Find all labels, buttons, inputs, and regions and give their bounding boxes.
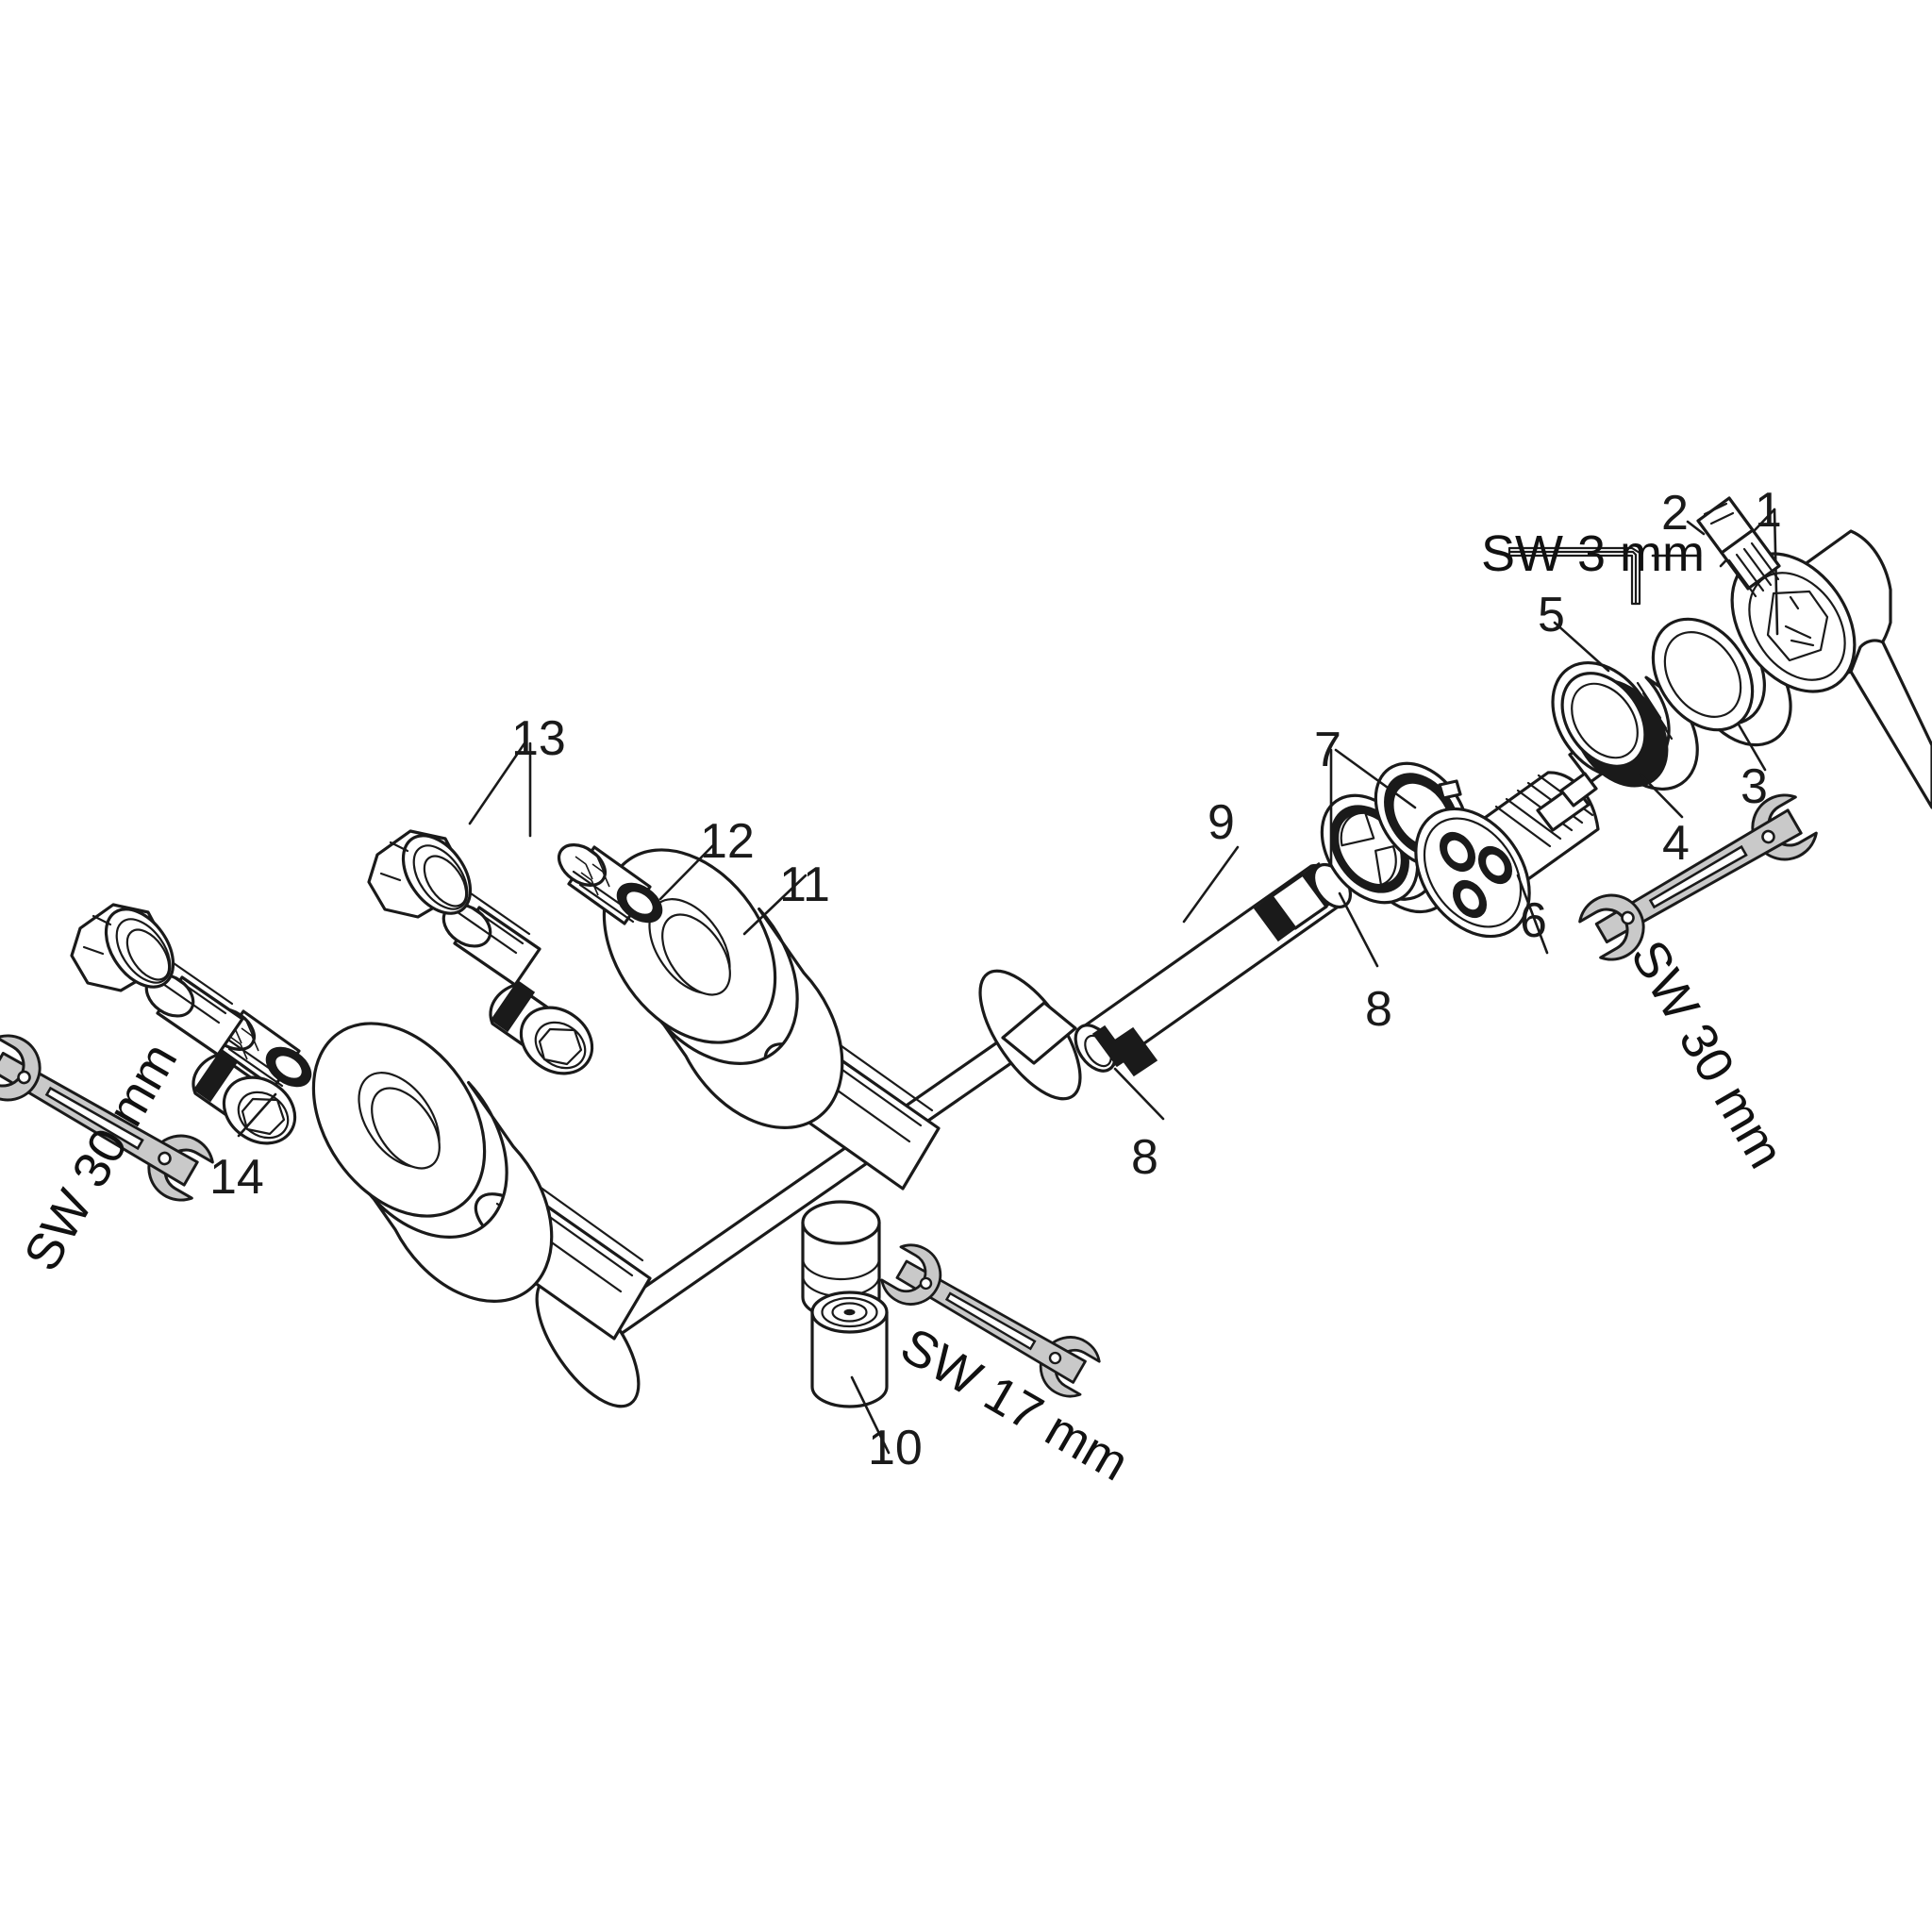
callout-2: 2 <box>1661 486 1689 541</box>
part-lever-handle <box>1730 529 1932 809</box>
leader-3 <box>1737 723 1767 772</box>
leader-8-lower <box>1113 1067 1165 1121</box>
part-filter-upper <box>557 843 663 925</box>
callout-7: 7 <box>1314 723 1341 777</box>
callout-14: 14 <box>209 1150 264 1205</box>
leader-5 <box>1553 621 1610 673</box>
part-threaded-ring <box>1551 660 1699 791</box>
leader-4 <box>1638 772 1684 819</box>
callout-3: 3 <box>1740 759 1768 814</box>
part-aerator <box>810 1291 889 1408</box>
callout-4: 4 <box>1662 816 1690 871</box>
leader-8-upper <box>1338 891 1379 968</box>
leader-9 <box>1182 845 1240 924</box>
part-set-screw <box>1696 496 1781 598</box>
leader-1-b <box>1773 508 1779 636</box>
part-s-union-lower <box>144 961 297 1145</box>
callout-13: 13 <box>511 711 566 766</box>
callout-11: 11 <box>779 858 830 912</box>
callout-12: 12 <box>700 814 755 869</box>
leader-12 <box>658 842 716 901</box>
callout-1: 1 <box>1755 483 1782 538</box>
part-escutcheon-lower <box>311 1022 554 1303</box>
leader-14 <box>237 1092 277 1138</box>
leader-6 <box>1516 874 1549 955</box>
part-cap-nut-lower <box>70 903 175 992</box>
part-s-union-upper <box>441 891 594 1075</box>
part-connection-tube <box>1074 861 1353 1077</box>
part-escutcheon-upper <box>602 848 844 1129</box>
tool-label-sw-3mm: SW 3 mm <box>1481 525 1705 582</box>
leader-13-a <box>468 741 526 825</box>
leader-7-b <box>1334 748 1417 809</box>
callout-6: 6 <box>1520 893 1547 948</box>
callout-5: 5 <box>1538 588 1565 642</box>
o-ring-lower <box>1091 1024 1158 1077</box>
callout-9: 9 <box>1208 795 1235 850</box>
o-ring-upper <box>1253 861 1353 942</box>
tool-wrench-sw30-left <box>0 1034 214 1202</box>
callout-10: 10 <box>868 1421 923 1475</box>
tool-wrench-sw30-right <box>1578 793 1818 961</box>
tool-wrench-sw17 <box>880 1243 1101 1398</box>
callout-8-lower: 8 <box>1131 1130 1158 1185</box>
tool-allen-key <box>1507 546 1702 606</box>
callout-8-upper: 8 <box>1365 982 1392 1037</box>
leader-2 <box>1686 520 1706 536</box>
part-sleeve-ring <box>1651 617 1792 747</box>
leader-10 <box>850 1375 891 1455</box>
leader-11 <box>742 874 808 936</box>
part-cap-nut-upper <box>367 829 473 919</box>
body-cartridge-boss <box>1001 1001 1077 1065</box>
